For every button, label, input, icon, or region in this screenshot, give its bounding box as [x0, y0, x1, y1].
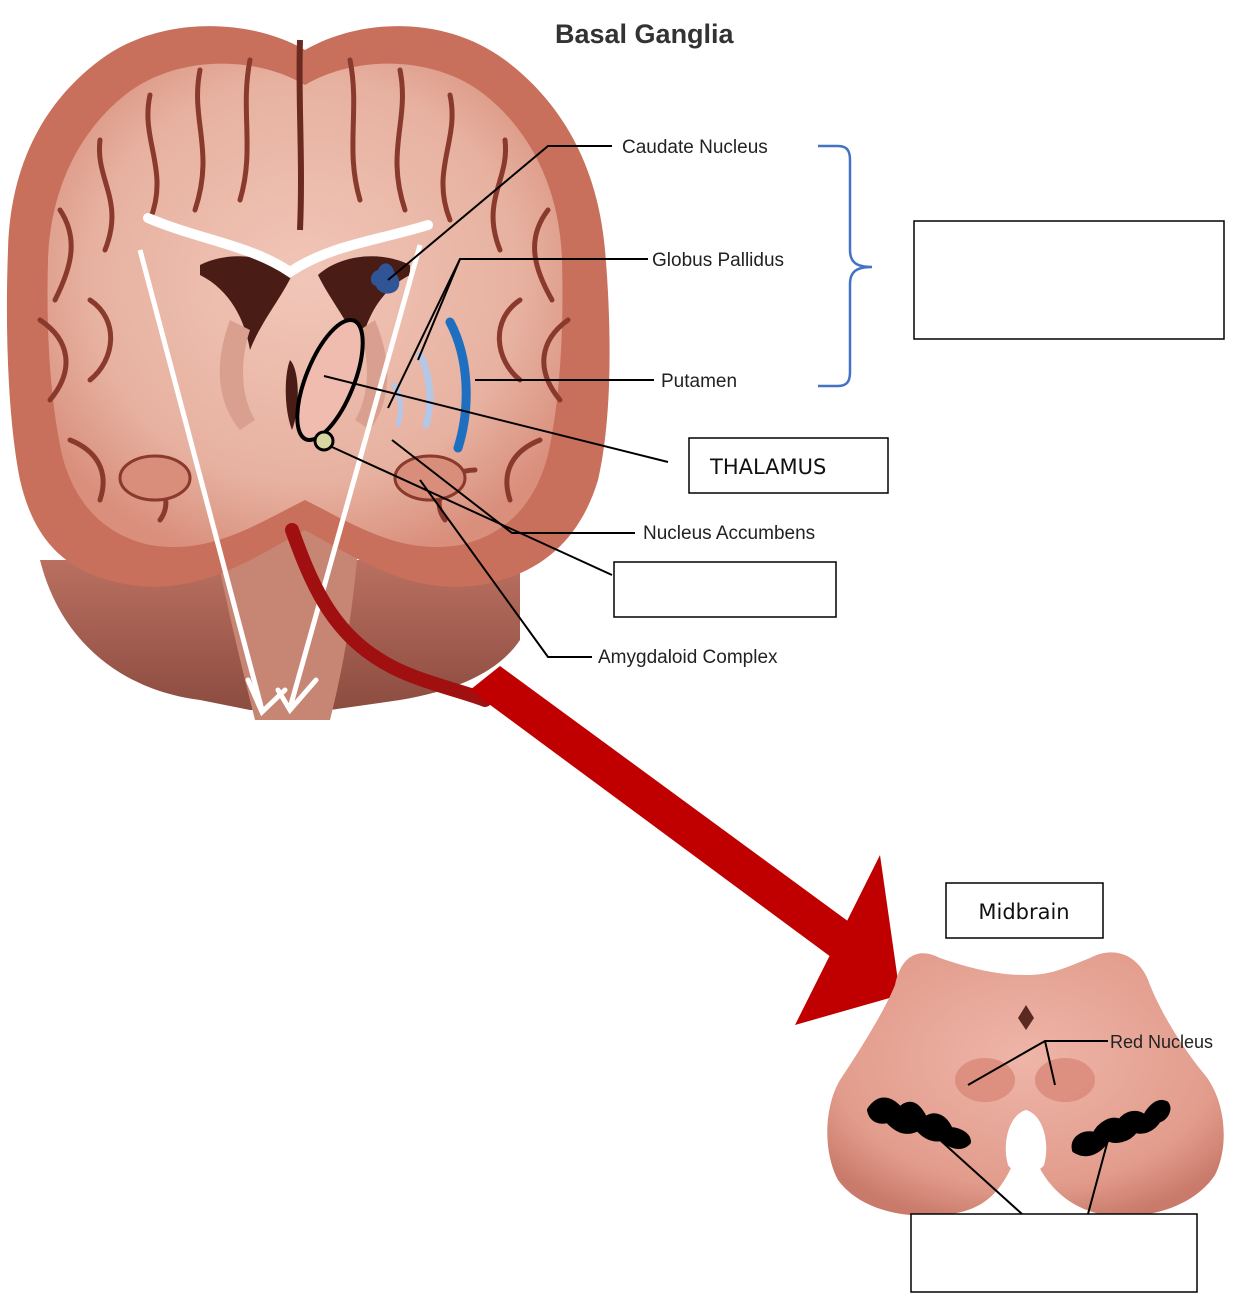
label-red-nucleus: Red Nucleus — [1110, 1032, 1213, 1052]
blank-nucleus-answer-box[interactable] — [614, 562, 836, 617]
basal-ganglia-bracket — [818, 146, 872, 386]
label-putamen: Putamen — [661, 371, 737, 392]
basal-ganglia-answer-box[interactable] — [914, 221, 1224, 339]
label-amygdaloid-complex: Amygdaloid Complex — [598, 647, 778, 668]
label-caudate-nucleus: Caudate Nucleus — [622, 137, 768, 158]
midbrain-label: Midbrain — [978, 900, 1069, 924]
red-nucleus-left — [955, 1058, 1015, 1102]
subthalamic-nucleus-circle — [315, 432, 333, 450]
diagram-title: Basal Ganglia — [555, 19, 735, 49]
label-nucleus-accumbens: Nucleus Accumbens — [643, 523, 815, 544]
label-globus-pallidus: Globus Pallidus — [652, 250, 784, 271]
substantia-nigra-answer-box[interactable] — [911, 1214, 1197, 1292]
red-nucleus-right — [1035, 1058, 1095, 1102]
thalamus-label: THALAMUS — [709, 455, 826, 479]
